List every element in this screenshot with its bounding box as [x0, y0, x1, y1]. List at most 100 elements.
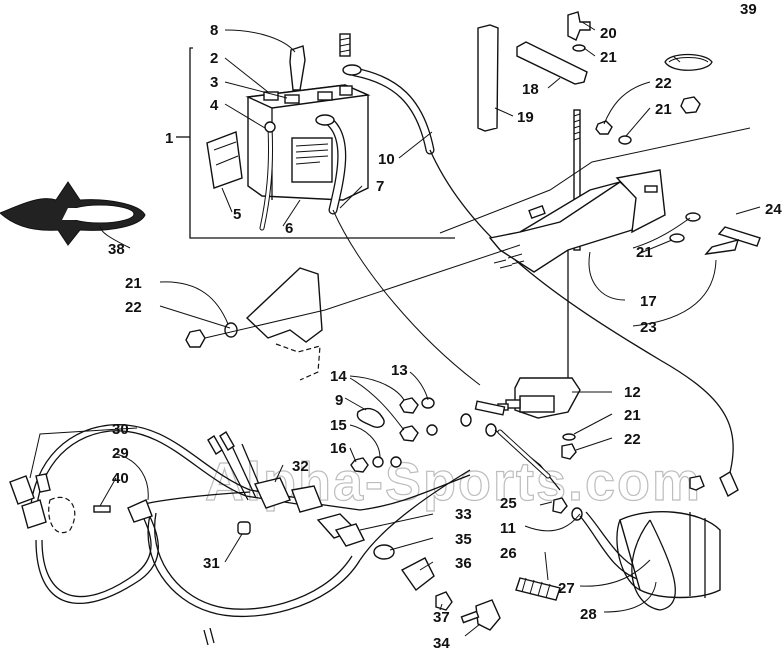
bolt-solenoid: [474, 400, 506, 416]
washer-21-top: [618, 135, 632, 145]
battery-tray: [488, 169, 666, 273]
washer-15: [426, 424, 438, 436]
label-3: 3: [210, 74, 218, 91]
battery-pad: [206, 131, 243, 189]
battery: [245, 84, 371, 201]
washer-16-a: [372, 456, 384, 468]
washer-21-solenoid: [562, 433, 576, 441]
nut-37: [435, 591, 453, 611]
label-22-b: 22: [125, 299, 142, 316]
label-22-a: 22: [655, 75, 672, 92]
label-14: 14: [330, 368, 347, 385]
label-40: 40: [112, 470, 129, 487]
label-10: 10: [378, 151, 395, 168]
connector-30-a: [9, 475, 35, 505]
label-15: 15: [330, 417, 347, 434]
starter-motor: [616, 511, 721, 599]
label-31: 31: [203, 555, 220, 572]
spring-26: [515, 577, 561, 601]
label-13: 13: [391, 362, 408, 379]
callout-labels: 1 2 3 4 5 6 7 8 9 10 11 12 13 14 15 16 1…: [108, 1, 782, 652]
label-24: 24: [765, 201, 782, 218]
wire-tie-27: [631, 519, 676, 611]
hose-clamp: [664, 53, 713, 71]
label-8: 8: [210, 22, 218, 39]
guide-line-7: [332, 209, 481, 386]
label-12: 12: [624, 384, 641, 401]
solenoid: [497, 377, 581, 419]
label-28: 28: [580, 606, 597, 623]
nut-22-solenoid: [561, 443, 577, 460]
nut-14-a: [399, 397, 419, 414]
positive-cable-run: [429, 149, 734, 491]
nut-small-top: [595, 120, 613, 135]
label-29: 29: [112, 445, 129, 462]
label-25: 25: [500, 495, 517, 512]
nut-22-top: [680, 96, 701, 114]
label-20: 20: [600, 25, 617, 42]
label-33: 33: [455, 506, 472, 523]
washer-21-right-a: [685, 212, 701, 222]
label-21-d: 21: [125, 275, 142, 292]
long-stud: [573, 109, 581, 251]
label-36: 36: [455, 555, 472, 572]
label-39: 39: [740, 1, 757, 18]
label-22-c: 22: [624, 431, 641, 448]
label-21-c: 21: [636, 244, 653, 261]
nut-25: [552, 497, 568, 514]
label-35: 35: [455, 531, 472, 548]
nut-14-b: [399, 425, 419, 442]
label-6: 6: [285, 220, 293, 237]
label-32: 32: [292, 458, 309, 475]
label-4: 4: [210, 97, 219, 114]
label-7: 7: [376, 178, 384, 195]
washer-21-right-b: [669, 233, 685, 243]
label-23: 23: [640, 319, 657, 336]
wing-nut: [567, 11, 591, 41]
label-21-e: 21: [624, 407, 641, 424]
alignment-line: [439, 127, 751, 234]
nut-22-left: [185, 329, 206, 348]
fuse-30: [35, 473, 51, 493]
label-21-a: 21: [600, 49, 617, 66]
washer-16-b: [390, 456, 402, 468]
label-18: 18: [522, 81, 539, 98]
terminal-boot: [289, 45, 306, 91]
hold-down-bar: [516, 41, 588, 85]
arctic-cat-decal: [0, 181, 146, 246]
washer-35: [373, 544, 395, 560]
connector-30-b: [21, 499, 47, 529]
label-37: 37: [433, 609, 450, 626]
label-11: 11: [500, 520, 516, 537]
battery-group-bracket: [189, 47, 455, 239]
boot-9: [356, 407, 385, 428]
label-2: 2: [210, 50, 218, 67]
label-5: 5: [233, 206, 241, 223]
bolt-23: [704, 238, 740, 255]
label-26: 26: [500, 545, 517, 562]
connector-29: [127, 499, 153, 523]
label-16: 16: [330, 440, 347, 457]
label-9: 9: [335, 392, 343, 409]
bracket-strap: [477, 24, 499, 132]
label-27: 27: [558, 580, 575, 597]
washer-13: [421, 397, 435, 409]
label-19: 19: [517, 109, 534, 126]
label-17: 17: [640, 293, 657, 310]
diode-31: [237, 521, 251, 535]
bolt-cable-end: [689, 475, 705, 491]
label-38: 38: [108, 241, 125, 258]
mount-plate: [245, 267, 323, 343]
label-34: 34: [433, 635, 450, 652]
key-34: [475, 599, 501, 631]
plate-36: [400, 557, 435, 592]
connector-32-a: [254, 477, 291, 509]
washer-21-left: [224, 322, 238, 338]
washer-top: [572, 44, 586, 52]
connector-32-b: [291, 485, 323, 513]
screw-40: [93, 505, 111, 513]
label-21-b: 21: [655, 101, 672, 118]
label-30: 30: [112, 421, 129, 438]
